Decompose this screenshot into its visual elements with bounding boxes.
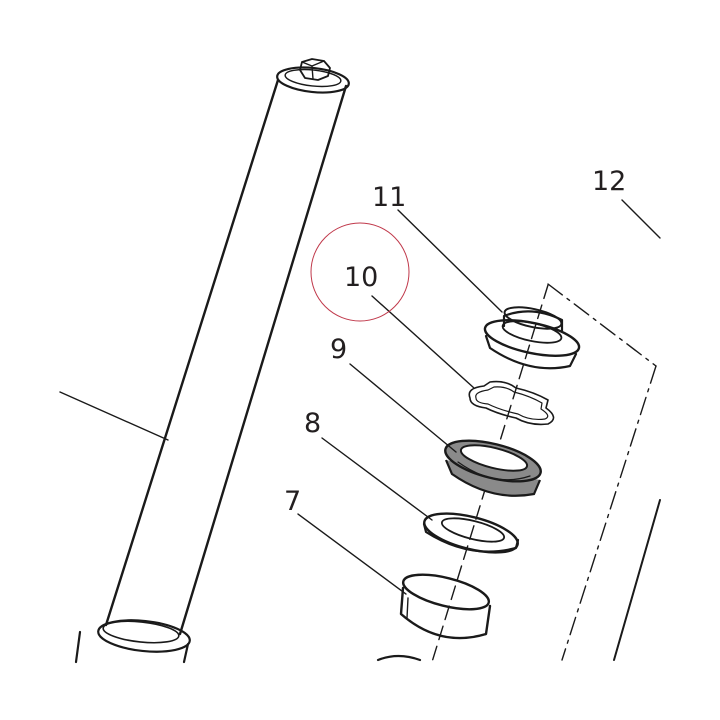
leader-lines [297, 199, 661, 595]
highlight-circle-10 [310, 222, 410, 322]
leader-10 [371, 295, 475, 389]
leader-fork-tube [59, 391, 169, 441]
leader-12 [621, 199, 661, 239]
fork-tube-bottom-fitting [74, 619, 191, 664]
part-10-wire-clip [468, 380, 555, 426]
callout-10: 10 [344, 262, 378, 293]
leader-7 [297, 513, 407, 595]
callout-12: 12 [592, 166, 626, 197]
part-9-oil-seal [444, 439, 542, 497]
hex-cap-bolt [299, 58, 331, 81]
assembly-boundary [547, 283, 661, 661]
fork-tube [74, 58, 350, 664]
callout-8: 8 [304, 408, 321, 439]
part-7-spacer [399, 573, 492, 640]
leader-8 [321, 437, 433, 521]
callout-9: 9 [330, 334, 347, 365]
leader-9 [349, 363, 457, 453]
leader-11 [397, 209, 503, 313]
part-8-washer [422, 512, 520, 554]
callout-11: 11 [372, 182, 406, 213]
lower-part-edge [376, 654, 422, 662]
callout-7: 7 [284, 486, 301, 517]
part-11-bushing [483, 306, 581, 370]
